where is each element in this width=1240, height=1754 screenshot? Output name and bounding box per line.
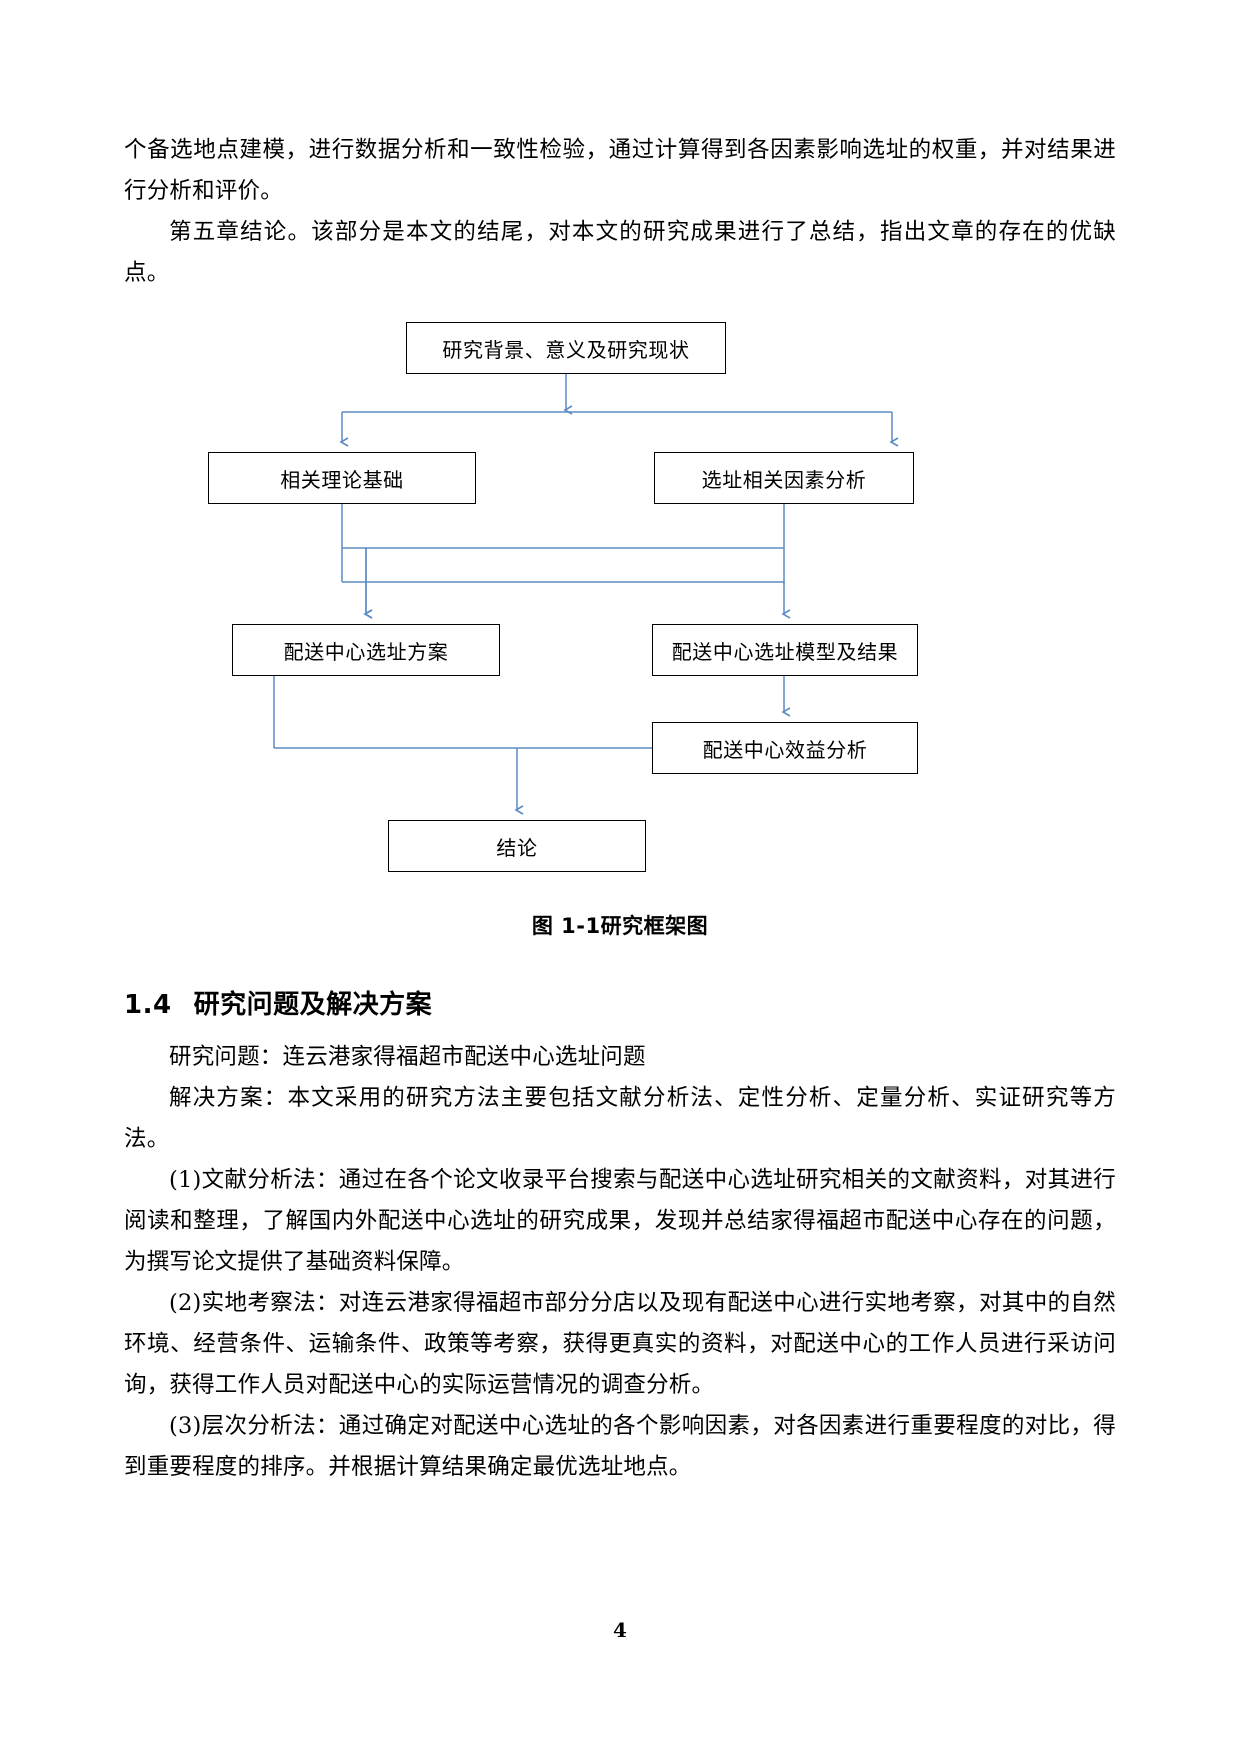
diagram-box-location-model-results: 配送中心选址模型及结果 xyxy=(652,624,918,676)
figure-caption: 图 1-1研究框架图 xyxy=(531,914,709,938)
section-heading: 1.4 研究问题及解决方案 xyxy=(124,984,1116,1021)
diagram-box-conclusion: 结论 xyxy=(388,820,646,872)
diagram-connectors xyxy=(273,374,899,815)
page-number: 4 xyxy=(613,1618,627,1642)
paragraph-solution: 解决方案：本文采用的研究方法主要包括文献分析法、定性分析、定量分析、实证研究等方… xyxy=(124,1085,1116,1152)
diagram-box-benefit-analysis: 配送中心效益分析 xyxy=(652,722,918,774)
section-title: 研究问题及解决方案 xyxy=(193,990,433,1020)
paragraph-research-question: 研究问题：连云港家得福超市配送中心选址问题 xyxy=(169,1044,646,1070)
paragraph-method-field-survey: (2)实地考察法：对连云港家得福超市部分分店以及现有配送中心进行实地考察，对其中… xyxy=(124,1290,1116,1398)
diagram-box-research-background: 研究背景、意义及研究现状 xyxy=(406,322,726,374)
paragraph-method-ahp: (3)层次分析法：通过确定对配送中心选址的各个影响因素，对各因素进行重要程度的对… xyxy=(124,1413,1116,1480)
paragraph-method-literature: (1)文献分析法：通过在各个论文收录平台搜索与配送中心选址研究相关的文献资料，对… xyxy=(124,1167,1116,1275)
diagram-box-location-plan: 配送中心选址方案 xyxy=(232,624,500,676)
page-content: 个备选地点建模，进行数据分析和一致性检验，通过计算得到各因素影响选址的权重，并对… xyxy=(124,130,1116,1488)
diagram-box-location-factors: 选址相关因素分析 xyxy=(654,452,914,504)
paragraph-chapter-five: 第五章结论。该部分是本文的结尾，对本文的研究成果进行了总结，指出文章的存在的优缺… xyxy=(124,219,1116,286)
diagram-box-related-theory: 相关理论基础 xyxy=(208,452,476,504)
section-number: 1.4 xyxy=(124,990,172,1020)
paragraph-continuation: 个备选地点建模，进行数据分析和一致性检验，通过计算得到各因素影响选址的权重，并对… xyxy=(124,137,1116,204)
research-framework-diagram: 研究背景、意义及研究现状 相关理论基础 选址相关因素分析 配送中心选址方案 配送… xyxy=(124,312,1116,902)
